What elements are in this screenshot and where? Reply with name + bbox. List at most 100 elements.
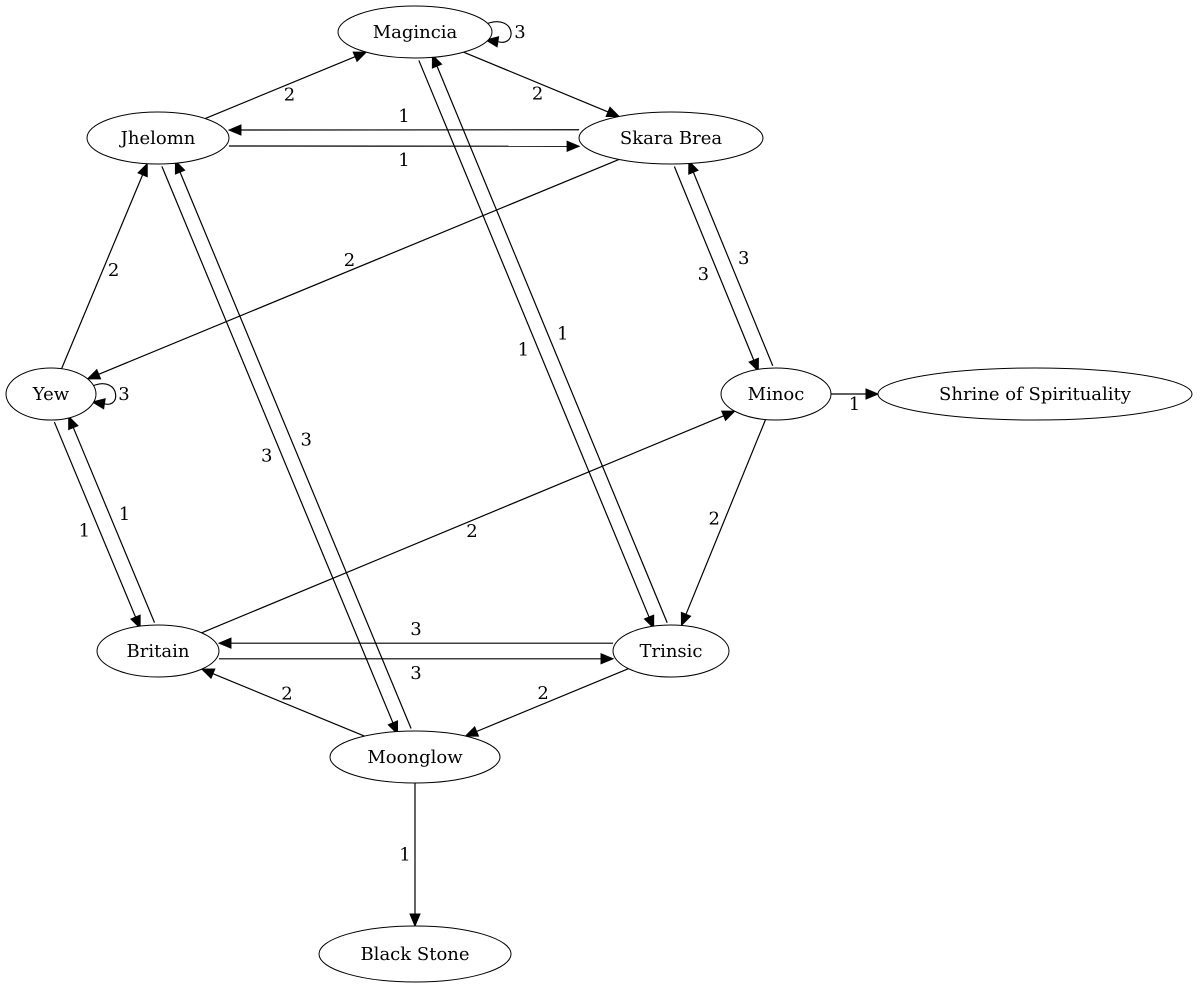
edge-skara-brea-to-jhelomn: 1 [227,106,580,136]
arrowhead-icon [217,637,232,649]
edge-line [485,21,512,43]
edge-line [201,415,724,634]
edge-moonglow-to-britain: 2 [200,668,365,737]
edge-line [179,171,412,729]
arrowhead-icon [174,159,186,175]
node-label: Yew [32,384,70,405]
node-label: Skara Brea [620,128,723,149]
node-magincia: Magincia [337,5,493,59]
edge-trinsic-to-moonglow: 2 [464,668,629,737]
edge-britain-to-minoc: 2 [201,410,736,634]
edge-line [161,166,394,724]
edge-weight-label: 2 [537,683,548,704]
edge-weight-label: 2 [284,85,295,106]
node-label: Magincia [373,22,458,43]
edge-trinsic-to-magincia: 1 [431,53,668,623]
node-moonglow: Moonglow [329,730,501,784]
edge-magincia-to-magincia: 3 [484,21,526,48]
arrowhead-icon [431,53,443,69]
arrowhead-icon [464,725,480,737]
arrowhead-icon [387,720,399,736]
node-yew: Yew [5,367,97,421]
edge-weight-label: 1 [79,520,90,541]
edge-weight-label: 2 [344,250,355,271]
edge-britain-to-trinsic: 3 [218,653,615,684]
edge-skara-brea-to-minoc: 3 [673,166,759,373]
arrowhead-icon [227,124,242,136]
edge-weight-label: 1 [398,106,409,127]
arrowhead-icon [605,106,621,118]
node-shape [877,367,1193,421]
edge-jhelomn-to-skara-brea: 1 [228,140,581,171]
arrowhead-icon [137,162,148,178]
node-jhelomn: Jhelomn [86,111,230,165]
edge-minoc-to-skara-brea: 3 [688,159,774,366]
arrowhead-icon [86,368,102,380]
edge-jhelomn-to-magincia: 2 [204,51,368,120]
node-britain: Britain [96,624,220,678]
node-label: Minoc [748,384,805,405]
node-label: Britain [127,641,190,662]
edge-britain-to-yew: 1 [68,415,156,623]
node-trinsic: Trinsic [612,624,730,678]
edge-line [92,383,117,405]
edge-yew-to-yew: 3 [91,383,130,410]
arrowhead-icon [865,388,880,400]
edge-weight-label: 1 [398,150,409,171]
edge-line [53,421,137,618]
edge-weight-label: 2 [532,84,543,105]
edge-line [61,174,144,369]
node-shape [86,111,230,165]
arrowhead-icon [600,653,615,665]
edge-line [418,60,650,618]
edge-skara-brea-to-yew: 2 [86,158,620,380]
arrowhead-icon [688,159,699,175]
arrowhead-icon [352,51,368,63]
node-label: Black Stone [360,944,469,965]
edge-minoc-to-trinsic: 2 [680,419,767,627]
edge-weight-label: 2 [709,509,720,530]
edge-weight-label: 3 [410,619,421,640]
edge-weight-label: 3 [261,446,272,467]
arrowhead-icon [643,614,655,630]
arrowhead-icon [91,398,106,410]
edge-line [673,166,755,361]
edge-jhelomn-to-moonglow: 3 [161,166,399,736]
node-skara-brea: Skara Brea [578,111,764,165]
node-shape [337,5,493,59]
node-label: Trinsic [639,641,702,662]
node-minoc: Minoc [720,367,832,421]
edge-weight-label: 2 [281,683,292,704]
edge-weight-label: 1 [119,504,130,525]
edge-magincia-to-trinsic: 1 [418,60,655,630]
node-shape [578,111,764,165]
edge-minoc-to-shrine-of-spirituality: 1 [831,388,880,415]
edge-yew-to-britain: 1 [53,421,141,630]
edge-weight-label: 3 [738,248,749,269]
edge-weight-label: 2 [108,260,119,281]
arrowhead-icon [68,415,79,431]
node-shape [329,730,501,784]
edge-moonglow-to-black-stone: 1 [399,783,421,928]
node-shape [96,624,220,678]
edge-weight-label: 3 [698,264,709,285]
edge-weight-label: 2 [466,521,477,542]
edge-weight-label: 3 [410,663,421,684]
node-label: Shrine of Spirituality [939,384,1132,405]
edge-magincia-to-skara-brea: 2 [463,51,621,118]
node-label: Jhelomn [119,128,196,149]
edge-line [692,172,774,366]
edge-weight-label: 3 [118,384,129,405]
edge-line [98,158,620,375]
arrowhead-icon [748,357,759,373]
edge-yew-to-jhelomn: 2 [61,162,148,369]
node-label: Moonglow [367,747,463,768]
edge-weight-label: 1 [399,845,410,866]
edge-trinsic-to-britain: 3 [217,619,614,649]
arrowhead-icon [409,913,421,928]
edge-line [72,427,156,623]
edge-weight-label: 1 [518,340,529,361]
